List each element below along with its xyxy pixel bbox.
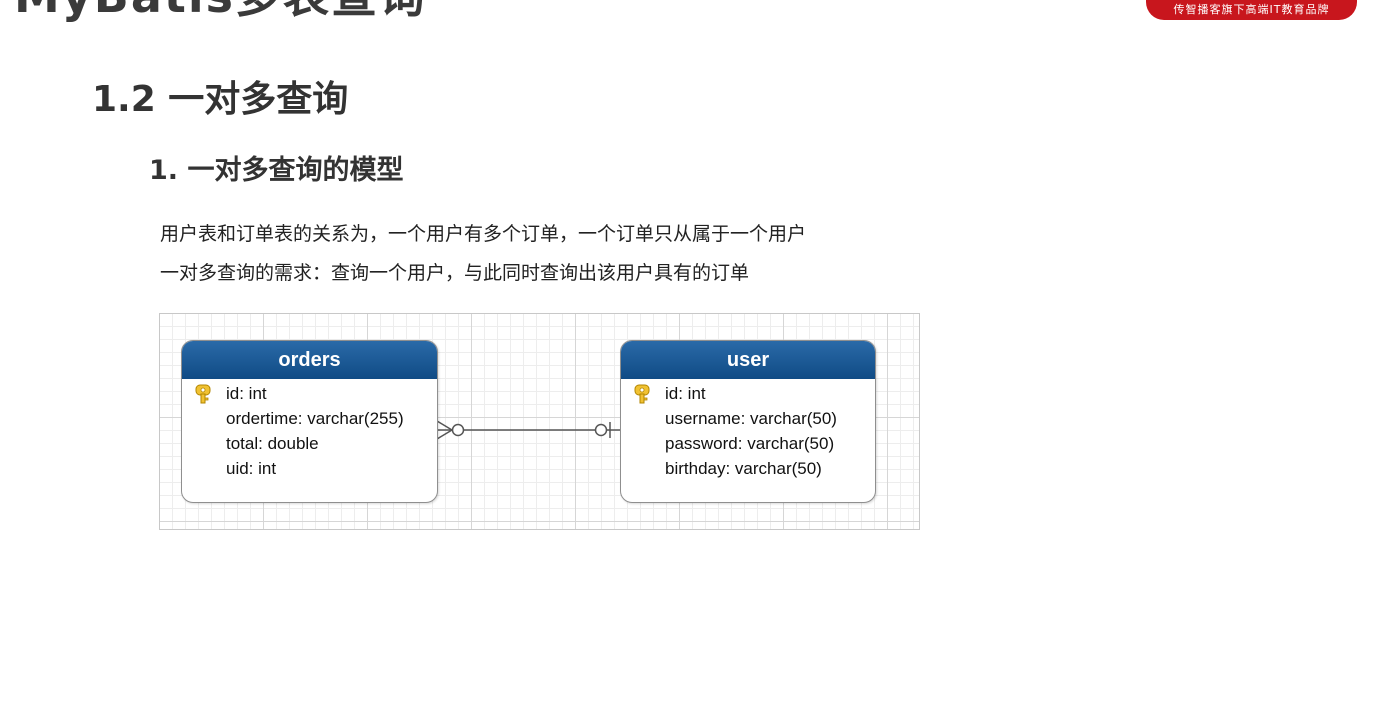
zero-circle-many: [451, 423, 465, 437]
document-title: MyBatis多表查询: [14, 0, 427, 26]
crows-foot-upper: [436, 420, 453, 431]
field-orders-uid: uid: int: [226, 459, 277, 478]
section-heading: 1.2 一对多查询: [92, 79, 349, 120]
subsection-heading: 1. 一对多查询的模型: [149, 155, 404, 186]
er-diagram: orders id: int ordertime: varchar(255) t…: [159, 313, 920, 530]
field-orders-id: id: int: [182, 381, 437, 406]
key-icon: [195, 384, 211, 404]
paragraph-requirement: 一对多查询的需求：查询一个用户，与此同时查询出该用户具有的订单: [160, 262, 750, 284]
relationship-line: [436, 420, 621, 440]
field-user-birthday: birthday: varchar(50): [665, 459, 822, 478]
field-orders-total: total: double: [226, 434, 319, 453]
field-orders-ordertime: ordertime: varchar(255): [226, 409, 404, 428]
entity-user-header: user: [621, 341, 875, 379]
crows-foot-lower: [436, 429, 453, 440]
field-label: id: int: [226, 384, 267, 403]
field-user-username: username: varchar(50): [665, 409, 837, 428]
key-icon: [634, 384, 650, 404]
field-user-password: password: varchar(50): [665, 434, 835, 453]
field-label: id: int: [665, 384, 706, 403]
field-user-id: id: int: [621, 381, 875, 406]
paragraph-relationship: 用户表和订单表的关系为，一个用户有多个订单，一个订单只从属于一个用户: [160, 223, 807, 245]
entity-orders-header: orders: [182, 341, 437, 379]
brand-badge: 传智播客旗下高端IT教育品牌: [1146, 0, 1357, 20]
zero-circle-one: [594, 423, 608, 437]
entity-user[interactable]: user id: int username: varchar(50) passw…: [620, 340, 876, 503]
entity-orders[interactable]: orders id: int ordertime: varchar(255) t…: [181, 340, 438, 503]
